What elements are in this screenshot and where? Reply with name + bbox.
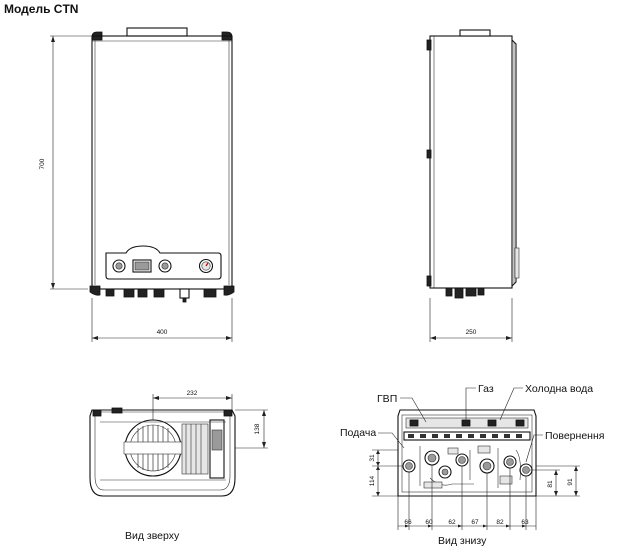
dim-right-91: 91	[567, 478, 574, 486]
side-depth-label: 250	[466, 329, 477, 336]
dim-bottom-67: 67	[471, 519, 479, 526]
top-height-label: 138	[254, 423, 261, 434]
dim-bottom-82: 82	[496, 519, 504, 526]
top-width-label: 232	[187, 390, 198, 397]
bottom-view: ГВП Газ Холодна вода Подача Повернення 3…	[340, 383, 604, 547]
dim-bottom-62: 62	[448, 519, 456, 526]
top-view: 232 138 Вид зверху	[89, 390, 268, 542]
dim-left-114: 114	[369, 475, 376, 486]
front-height-label: 700	[39, 158, 46, 169]
front-view: 700 400	[39, 27, 235, 342]
dim-bottom-60: 60	[425, 519, 433, 526]
front-width-label: 400	[157, 329, 168, 336]
side-view: 250	[426, 29, 520, 342]
page-title: Модель CTN	[4, 2, 78, 16]
label-gas: Газ	[478, 383, 494, 395]
dim-bottom-66: 66	[404, 519, 412, 526]
dim-right-81: 81	[547, 480, 554, 488]
dim-bottom-63: 63	[521, 519, 529, 526]
dim-left-31: 31	[369, 454, 376, 462]
label-supply: Подача	[340, 427, 376, 439]
bottom-view-caption: Вид знизу	[438, 535, 487, 547]
label-dhw: ГВП	[377, 393, 397, 405]
label-cold-water: Холодна вода	[525, 383, 593, 395]
top-view-caption: Вид зверху	[125, 530, 180, 542]
label-return: Повернення	[545, 430, 604, 442]
